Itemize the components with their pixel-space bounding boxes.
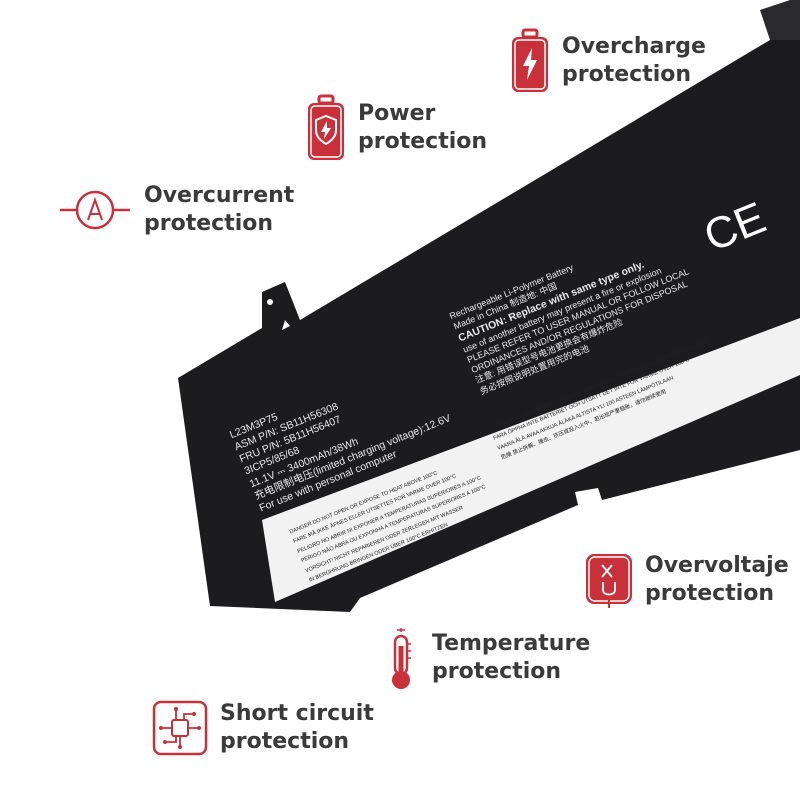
- feature-short-circuit: Short circuit protection: [152, 700, 374, 756]
- feature-title: Power: [358, 101, 436, 126]
- feature-subtitle: protection: [144, 211, 274, 236]
- battery-top-tab: [760, 0, 800, 40]
- ammeter-icon: [60, 190, 130, 230]
- battery-bolt-icon: [512, 28, 548, 92]
- feature-subtitle: protection: [562, 62, 692, 87]
- feature-subtitle: protection: [432, 659, 562, 684]
- feature-temperature: Temperature protection: [386, 624, 590, 692]
- feature-power: Power protection: [306, 94, 487, 162]
- battery-shield-icon: [308, 94, 344, 160]
- feature-subtitle: protection: [645, 581, 775, 606]
- feature-subtitle: protection: [358, 129, 488, 154]
- warning-label: [262, 318, 800, 602]
- feature-title: Short circuit: [220, 701, 374, 726]
- arrow-mark: [282, 320, 290, 330]
- thermometer-icon: [392, 628, 411, 689]
- voltage-icon: [586, 554, 632, 608]
- circuit-chip-icon: [152, 700, 208, 756]
- feature-overcharge: Overcharge protection: [510, 28, 706, 94]
- feature-subtitle: protection: [220, 729, 350, 754]
- feature-overvoltage: Overvoltaje protection: [585, 552, 789, 608]
- feature-overcurrent: Overcurrent protection: [58, 180, 294, 240]
- feature-title: Temperature: [432, 631, 591, 656]
- feature-title: Overcharge: [562, 34, 706, 59]
- mount-hole: [267, 299, 273, 305]
- battery-body: [178, 20, 800, 612]
- feature-title: Overcurrent: [144, 183, 295, 208]
- feature-title: Overvoltaje: [645, 553, 789, 578]
